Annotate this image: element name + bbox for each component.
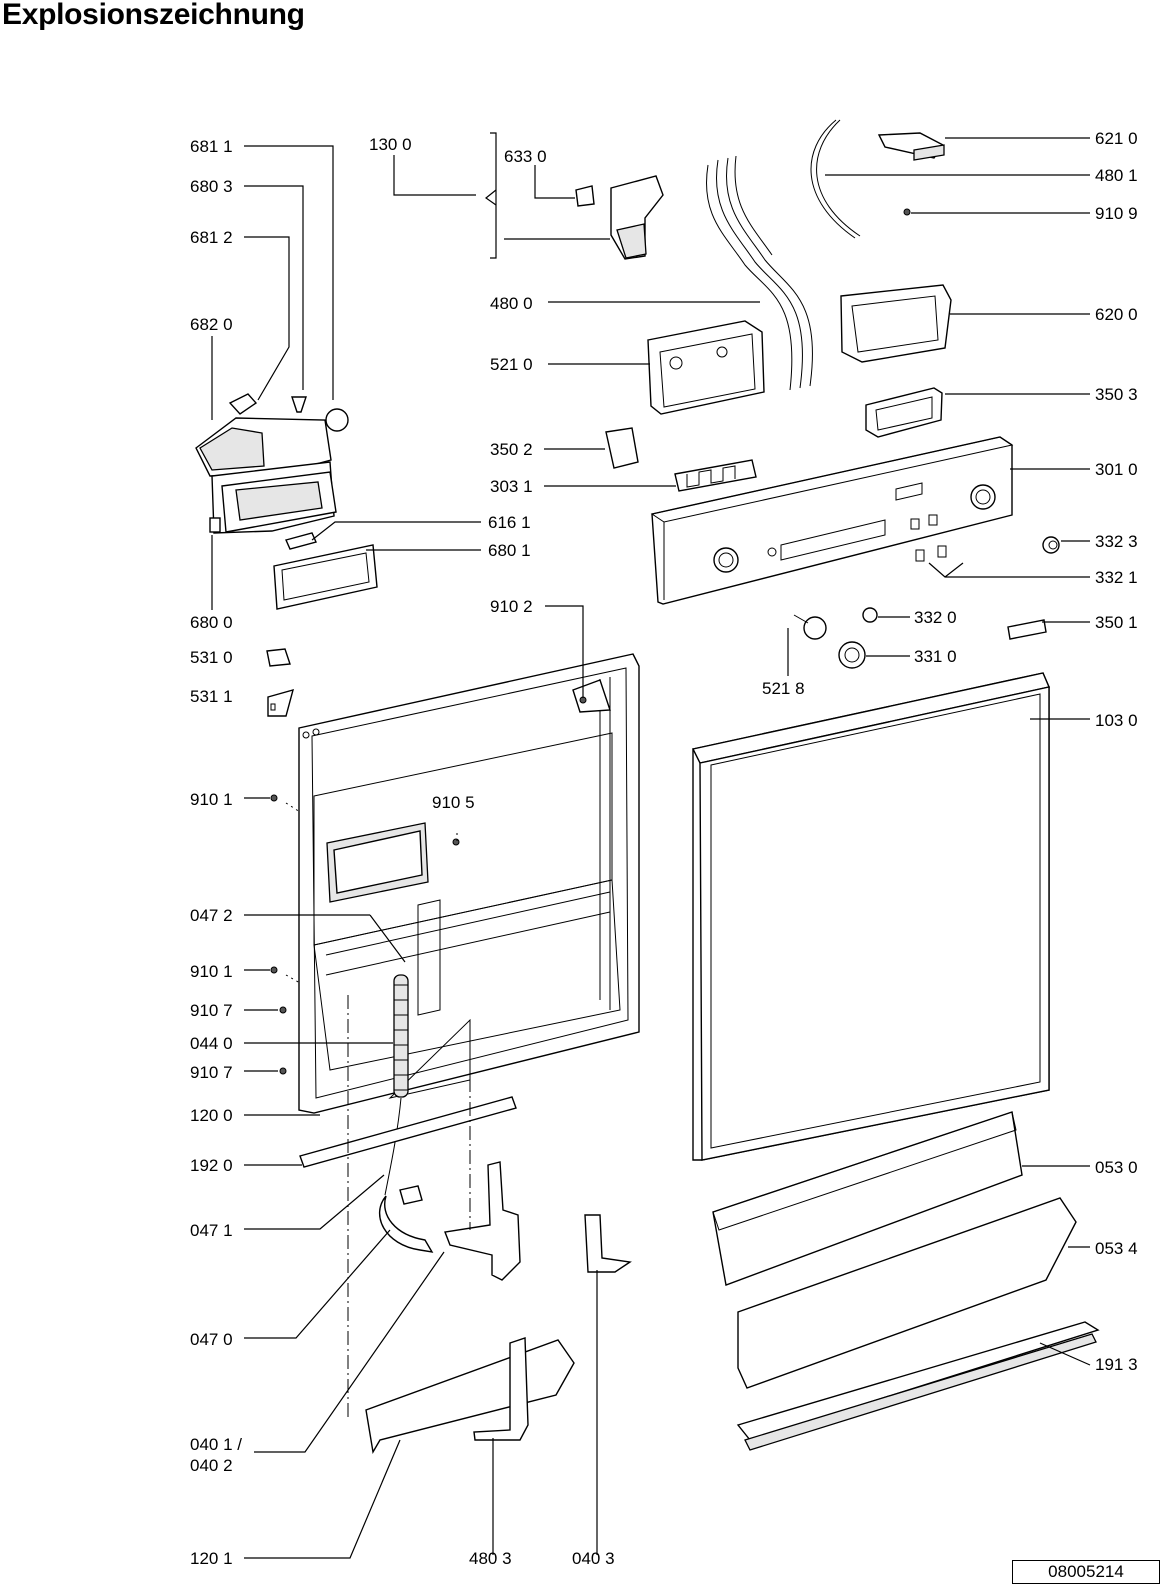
door-spring	[384, 974, 409, 1196]
label-120-1: 120 1	[190, 1549, 233, 1568]
label-910-1b: 910 1	[190, 962, 233, 981]
dispenser-cap	[325, 408, 349, 432]
label-681-2: 681 2	[190, 228, 233, 247]
inner-door-frame	[298, 653, 640, 1114]
bracket-480-3	[473, 1337, 529, 1441]
label-192-0: 192 0	[190, 1156, 233, 1175]
label-621-0: 621 0	[1095, 129, 1138, 148]
assembly-lines	[285, 802, 471, 1420]
label-680-3: 680 3	[190, 177, 233, 196]
outer-door-panel	[691, 672, 1050, 1161]
label-047-1: 047 1	[190, 1221, 233, 1240]
leader-lines	[211, 132, 1091, 1559]
label-480-1: 480 1	[1095, 166, 1138, 185]
kick-plate-053-4	[737, 1197, 1077, 1389]
page-title: Explosionszeichnung	[2, 0, 305, 31]
screw-910-1b	[270, 966, 278, 974]
label-350-2: 350 2	[490, 440, 533, 459]
label-910-1a: 910 1	[190, 790, 233, 809]
wire-480-1	[810, 119, 861, 239]
screw-910-7b	[279, 1067, 287, 1075]
wire-harness	[706, 155, 813, 391]
label-040-1: 040 1 /	[190, 1435, 242, 1454]
label-191-3: 191 3	[1095, 1355, 1138, 1374]
label-332-3: 332 3	[1095, 532, 1138, 551]
label-531-1: 531 1	[190, 687, 233, 706]
label-303-1: 303 1	[490, 477, 533, 496]
hinge-040-1	[444, 1161, 521, 1281]
part-531-0	[266, 648, 291, 667]
potentiometer-521-8	[793, 614, 827, 640]
label-331-0: 331 0	[914, 647, 957, 666]
label-103-0: 103 0	[1095, 711, 1138, 730]
control-board	[647, 320, 765, 415]
screw-910-5	[452, 838, 460, 846]
label-680-1: 680 1	[488, 541, 531, 560]
label-047-0: 047 0	[190, 1330, 233, 1349]
dispenser-clip	[291, 396, 307, 413]
label-053-0: 053 0	[1095, 1158, 1138, 1177]
button-strip-303-1	[674, 459, 757, 492]
switch-350-2	[605, 427, 639, 469]
label-616-1: 616 1	[488, 513, 531, 532]
label-040-2: 040 2	[190, 1456, 233, 1475]
module-620	[840, 284, 952, 363]
label-480-0: 480 0	[490, 294, 533, 313]
label-910-7b: 910 7	[190, 1063, 233, 1082]
hinge-bracket-910-2	[572, 679, 611, 713]
control-panel	[650, 436, 1014, 605]
lens-350-1	[1007, 619, 1047, 640]
seal-strip-191-3	[736, 1321, 1100, 1451]
screw-910-9	[903, 208, 911, 216]
label-040-3: 040 3	[572, 1549, 615, 1568]
label-350-3: 350 3	[1095, 385, 1138, 404]
label-521-8: 521 8	[762, 679, 805, 698]
door-lock	[575, 175, 664, 260]
part-531-1	[267, 688, 294, 717]
label-301-0: 301 0	[1095, 460, 1138, 479]
screw-910-1a	[270, 794, 278, 802]
label-910-7a: 910 7	[190, 1001, 233, 1020]
dispenser-lid-small	[228, 393, 258, 415]
module-621	[877, 132, 945, 161]
switch-block-350-3	[865, 387, 943, 438]
label-680-0: 680 0	[190, 613, 233, 632]
label-910-5: 910 5	[432, 793, 475, 812]
kick-plate-053-0	[712, 1111, 1023, 1286]
label-332-0: 332 0	[914, 608, 957, 627]
label-521-0: 521 0	[490, 355, 533, 374]
detergent-dispenser	[195, 417, 337, 534]
knob-332-3	[1042, 536, 1060, 554]
label-332-1: 332 1	[1095, 568, 1138, 587]
label-047-2: 047 2	[190, 906, 233, 925]
label-633-0: 633 0	[504, 147, 547, 166]
label-120-0: 120 0	[190, 1106, 233, 1125]
label-480-3: 480 3	[469, 1549, 512, 1568]
label-130-0: 130 0	[369, 135, 412, 154]
bracket-120-1	[365, 1339, 575, 1455]
part-labels: 681 1 680 3 681 2 682 0 680 0 130 0 633 …	[190, 129, 1138, 1568]
label-053-4: 053 4	[1095, 1239, 1138, 1258]
label-910-2: 910 2	[490, 597, 533, 616]
pulley-bracket	[378, 1185, 434, 1253]
dispenser-tab	[285, 532, 317, 550]
strip-192-0	[299, 1096, 517, 1168]
label-044-0: 044 0	[190, 1034, 233, 1053]
label-350-1: 350 1	[1095, 613, 1138, 632]
label-620-0: 620 0	[1095, 305, 1138, 324]
label-681-1: 681 1	[190, 137, 233, 156]
screw-910-7a	[279, 1006, 287, 1014]
knob-331-0	[838, 641, 866, 669]
label-910-9: 910 9	[1095, 204, 1138, 223]
label-531-0: 531 0	[190, 648, 233, 667]
label-682-0: 682 0	[190, 315, 233, 334]
bracket-040-3	[584, 1214, 632, 1273]
dispenser-seal	[273, 544, 378, 610]
button-332-0	[862, 607, 878, 623]
document-id: 08005214	[1012, 1560, 1160, 1584]
